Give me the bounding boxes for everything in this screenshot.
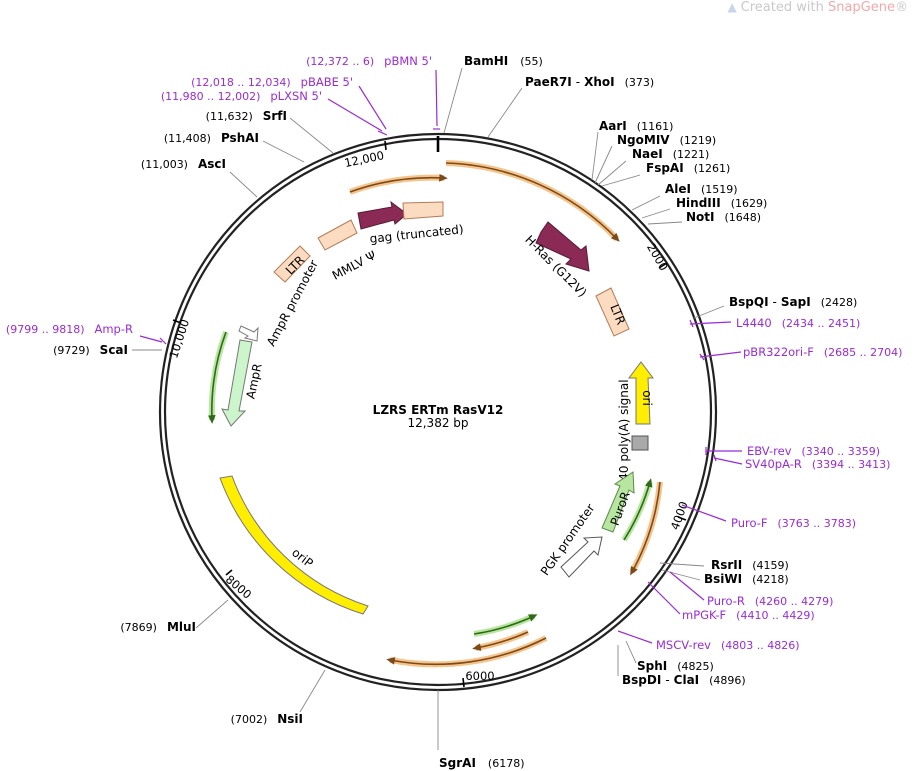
enzyme-bspdi-clai: BspDI-ClaI(4896): [622, 673, 746, 687]
enzyme-leaders: [132, 67, 725, 750]
primer-plxsn5: (11,980 .. 12,002)pLXSN 5': [161, 89, 322, 103]
mmlv-psi-box: [317, 219, 358, 251]
gag-label: gag (truncated): [369, 222, 464, 246]
ampr-feature: [221, 339, 253, 427]
hras-feature: [535, 221, 590, 272]
mmlv-psi-label: MMLV Ψ: [330, 248, 379, 283]
tick-label-2000: 2000: [644, 241, 671, 273]
primer-puro-r: Puro-R(4260 .. 4279): [707, 594, 833, 608]
ltr-right-box: [595, 287, 630, 337]
snapgene-watermark: ▲Created with SnapGene®: [727, 0, 908, 15]
sv40-label: SV40 poly(A) signal: [617, 379, 631, 496]
primer-puro-f: Puro-F(3763 .. 3783): [731, 516, 856, 530]
puror-arc: [623, 478, 653, 541]
plasmid-size: 12,382 bp: [407, 416, 468, 430]
snapgene-logo-icon: ▲: [727, 0, 737, 14]
enzyme-bamhi: BamHI(55): [464, 54, 543, 68]
watermark-prefix: Created with: [740, 0, 828, 15]
enzyme-rsrii: RsrII(4159): [711, 558, 789, 572]
ltr-left-box: [273, 245, 311, 283]
primer-pbabe5: (12,018 .. 12,034)pBABE 5': [191, 75, 353, 89]
ori-label: ori: [640, 390, 654, 406]
enzyme-alei: AleI(1519): [665, 182, 738, 196]
tick-2000: 2000: [644, 241, 671, 273]
watermark-brand: SnapGene: [827, 0, 895, 15]
enzyme-sphi: SphI(4825): [637, 659, 714, 673]
primer-amp-r: (9799 .. 9818)Amp-R: [6, 322, 133, 336]
gag-dark-arrow: [357, 200, 408, 230]
puror-feature: [601, 471, 635, 533]
orf-arc-upper-left: [349, 173, 448, 193]
green-arc-bottom: [473, 614, 538, 635]
enzyme-bsiwi: BsiWI(4218): [704, 572, 789, 586]
tick-4000: 4000: [668, 499, 691, 531]
ori-feature: [628, 361, 654, 425]
plasmid-name: LZRS ERTm RasV12: [373, 403, 504, 417]
enzyme-pshai: (11,408)PshAI: [164, 131, 259, 145]
orf-arc-bottom2: [472, 631, 529, 651]
enzyme-nsii: (7002)NsiI: [231, 712, 303, 726]
pgk-promoter-feature: [560, 536, 603, 578]
primer-leaders: [139, 69, 743, 644]
gag-arc-outer: [445, 160, 620, 242]
orip-feature: [219, 475, 369, 615]
enzyme-scai: (9729)ScaI: [53, 343, 128, 357]
enzyme-hindiii: HindIII(1629): [676, 196, 767, 210]
enzyme-srfi: (11,632)SrfI: [206, 109, 287, 123]
tick-6000: 6000: [462, 669, 495, 688]
ampr-promoter-feature: [238, 325, 259, 342]
orf-arc-bottom-outer: [389, 635, 548, 668]
tick-label-4000: 4000: [668, 499, 691, 531]
primer-mscv-rev: MSCV-rev(4803 .. 4826): [656, 638, 800, 652]
green-arc-left: [207, 331, 227, 424]
enzyme-naei: NaeI(1221): [632, 147, 709, 161]
sv40-polya-box: [631, 435, 649, 451]
primer-ebv-rev: EBV-rev(3340 .. 3359): [747, 444, 880, 458]
primer-pbr322ori-f: pBR322ori-F(2685 .. 2704): [743, 345, 902, 359]
gag-box: [402, 201, 444, 220]
tick-label-12000: 12,000: [343, 148, 385, 170]
primer-l4440: L4440(2434 .. 2451): [736, 316, 860, 330]
tick-label-6000: 6000: [465, 669, 494, 683]
primer-mpgk-f: mPGK-F(4410 .. 4429): [682, 608, 815, 622]
enzyme-mlui: (7869)MluI: [120, 620, 196, 634]
enzyme-aari: AarI(1161): [599, 119, 673, 133]
enzyme-ngomiv: NgoMIV(1219): [617, 133, 716, 147]
orf-arc-bottom: [386, 637, 547, 666]
gag-arc: [445, 162, 620, 242]
orf-arc-right: [630, 481, 661, 576]
enzyme-bspqi-sapi: BspQI-SapI(2428): [729, 295, 857, 309]
enzyme-paer7i-xhoi: PaeR7I-XhoI(373): [525, 75, 654, 89]
primer-pbmn5: (12,372 .. 6)pBMN 5': [306, 54, 432, 68]
enzyme-sgrai: SgrAI(6178): [439, 756, 524, 770]
watermark-suffix: ®: [895, 0, 908, 15]
enzyme-fspai: FspAI(1261): [646, 161, 730, 175]
enzyme-asci: (11,003)AscI: [141, 157, 226, 171]
primer-sv40pa-r: SV40pA-R(3394 .. 3413): [745, 457, 890, 471]
enzyme-noti: NotI(1648): [686, 210, 761, 224]
